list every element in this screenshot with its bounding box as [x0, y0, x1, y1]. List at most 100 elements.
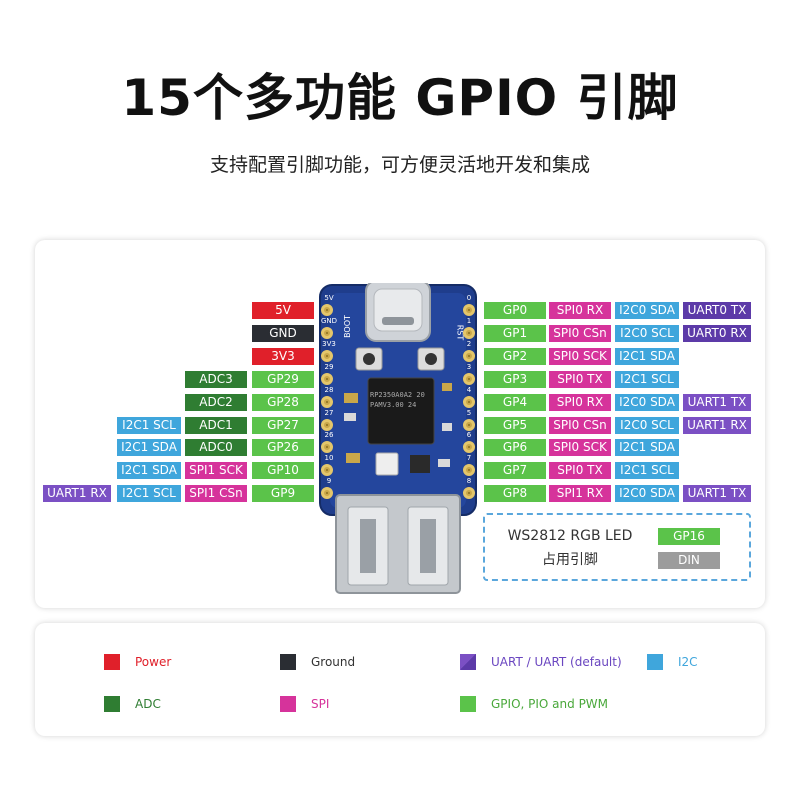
legend-label: ADC [135, 697, 161, 711]
left-pin-hole [321, 395, 333, 408]
ws2812-led [375, 452, 399, 476]
ws2812-title: WS2812 RGB LED [507, 528, 633, 544]
left-pin-hole [321, 372, 333, 385]
legend-swatch [647, 654, 663, 670]
pin-label-uart_default: UART0 TX [683, 302, 751, 319]
silkscreen-label: 28 [324, 385, 334, 394]
pin-label-i2c: I2C1 SDA [117, 439, 181, 457]
legend-swatch [280, 654, 296, 670]
silkscreen-label: 7 [466, 454, 472, 463]
pin-label-i2c: I2C0 SDA [615, 485, 679, 503]
right-pin-hole [463, 418, 475, 431]
pin-label-spi: SPI0 TX [549, 462, 611, 480]
silkscreen-label: 29 [324, 362, 334, 371]
pin-label-gpio: GP0 [484, 302, 546, 319]
page-title: 15个多功能 GPIO 引脚 [121, 69, 679, 127]
pin-label-i2c: I2C1 SCL [117, 416, 181, 434]
pin-label-gpio: GP29 [252, 370, 314, 388]
pin-label-i2c: I2C0 SDA [615, 302, 679, 319]
pin-label-i2c: I2C1 SDA [117, 462, 181, 480]
pin-label-i2c: I2C1 SDA [615, 347, 679, 365]
pin-label-uart: UART1 TX [683, 393, 751, 411]
pin-label-ground: GND [252, 324, 314, 342]
pin-label-uart_default: UART0 RX [683, 324, 751, 342]
pin-label-spi: SPI1 CSn [185, 485, 247, 503]
rp2350-chip [367, 377, 435, 445]
ws2812-pin-label: GP16 [658, 528, 720, 545]
chip-marking-2: PAMV3.00 24 [370, 401, 417, 409]
pin-label-gpio: GP7 [484, 462, 546, 480]
pin-label-adc: ADC2 [185, 393, 247, 411]
pin-label-adc: ADC3 [185, 370, 247, 388]
pin-label-spi: SPI0 CSn [549, 324, 611, 342]
pin-label-gpio: GP6 [484, 439, 546, 457]
pin-label-uart: UART1 TX [683, 485, 751, 503]
silkscreen-label: 3 [466, 362, 472, 371]
page-subtitle: 支持配置引脚功能，可方便灵活地开发和集成 [209, 154, 590, 176]
legend-swatch [280, 696, 296, 712]
pin-label-gpio: GP5 [484, 416, 546, 434]
pin-label-uart: UART1 RX [683, 416, 751, 434]
silkscreen-label: GND [320, 316, 338, 325]
silkscreen-label: 27 [324, 408, 334, 417]
left-pin-hole [321, 441, 333, 454]
left-pin-hole [321, 418, 333, 431]
chip-marking-1: RP2350A0A2 20 [370, 391, 425, 399]
legend-swatch [460, 696, 476, 712]
pin-label-uart: UART1 RX [43, 485, 111, 503]
pin-label-spi: SPI0 TX [549, 370, 611, 388]
legend-label: Ground [311, 655, 356, 669]
silkscreen-label: 5 [466, 408, 472, 417]
silkscreen-label: 4 [466, 385, 472, 394]
pin-label-adc: ADC1 [185, 416, 247, 434]
pin-label-spi: SPI0 SCK [549, 347, 611, 365]
right-pin-hole [463, 326, 475, 339]
right-pin-hole [463, 487, 475, 500]
legend-label: UART / UART (default) [491, 655, 622, 669]
silkscreen-label: 2 [466, 339, 472, 348]
pin-label-power: 5V [252, 302, 314, 319]
legend-label: SPI [311, 697, 330, 711]
pin-label-gpio: GP26 [252, 439, 314, 457]
boot-silk-label: BOOT [342, 315, 352, 338]
pin-label-spi: SPI0 RX [549, 393, 611, 411]
pin-label-gpio: GP8 [484, 485, 546, 503]
right-pin-hole [463, 464, 475, 477]
pin-label-spi: SPI0 SCK [549, 439, 611, 457]
pin-label-spi: SPI0 RX [549, 302, 611, 319]
pin-label-gpio: GP9 [252, 485, 314, 503]
left-pin-hole [321, 326, 333, 339]
pin-label-i2c: I2C1 SCL [615, 370, 679, 388]
left-pin-hole [321, 487, 333, 500]
silkscreen-label: 8 [466, 477, 472, 486]
pin-label-i2c: I2C0 SDA [615, 393, 679, 411]
right-pin-hole [463, 395, 475, 408]
silkscreen-label: 5V [324, 294, 334, 302]
silkscreen-label: 6 [466, 431, 472, 440]
legend-card [35, 623, 765, 736]
right-pin-hole [463, 304, 475, 316]
pin-label-gpio: GP27 [252, 416, 314, 434]
pin-label-i2c: I2C0 SCL [615, 416, 679, 434]
pin-label-spi: SPI0 CSn [549, 416, 611, 434]
ws2812-info-box [483, 513, 751, 581]
silkscreen-label: 10 [324, 454, 334, 463]
right-pin-hole [463, 441, 475, 454]
pin-label-gpio: GP4 [484, 393, 546, 411]
pin-label-adc: ADC0 [185, 439, 247, 457]
legend-label: I2C [678, 655, 698, 669]
pin-label-i2c: I2C1 SCL [615, 462, 679, 480]
legend-label: Power [135, 655, 172, 669]
left-pin-hole [321, 349, 333, 362]
legend-swatch [460, 654, 476, 670]
right-pin-hole [463, 349, 475, 362]
silkscreen-label: 3V3 [322, 339, 336, 348]
silkscreen-label: 1 [466, 316, 472, 325]
pin-label-gpio: GP3 [484, 370, 546, 388]
ws2812-subtitle: 占用引脚 [542, 552, 598, 568]
pin-label-spi: SPI1 RX [549, 485, 611, 503]
pin-label-i2c: I2C1 SCL [117, 485, 181, 503]
legend-label: GPIO, PIO and PWM [491, 697, 609, 711]
board-illustration [319, 283, 477, 594]
left-pin-hole [321, 304, 333, 316]
